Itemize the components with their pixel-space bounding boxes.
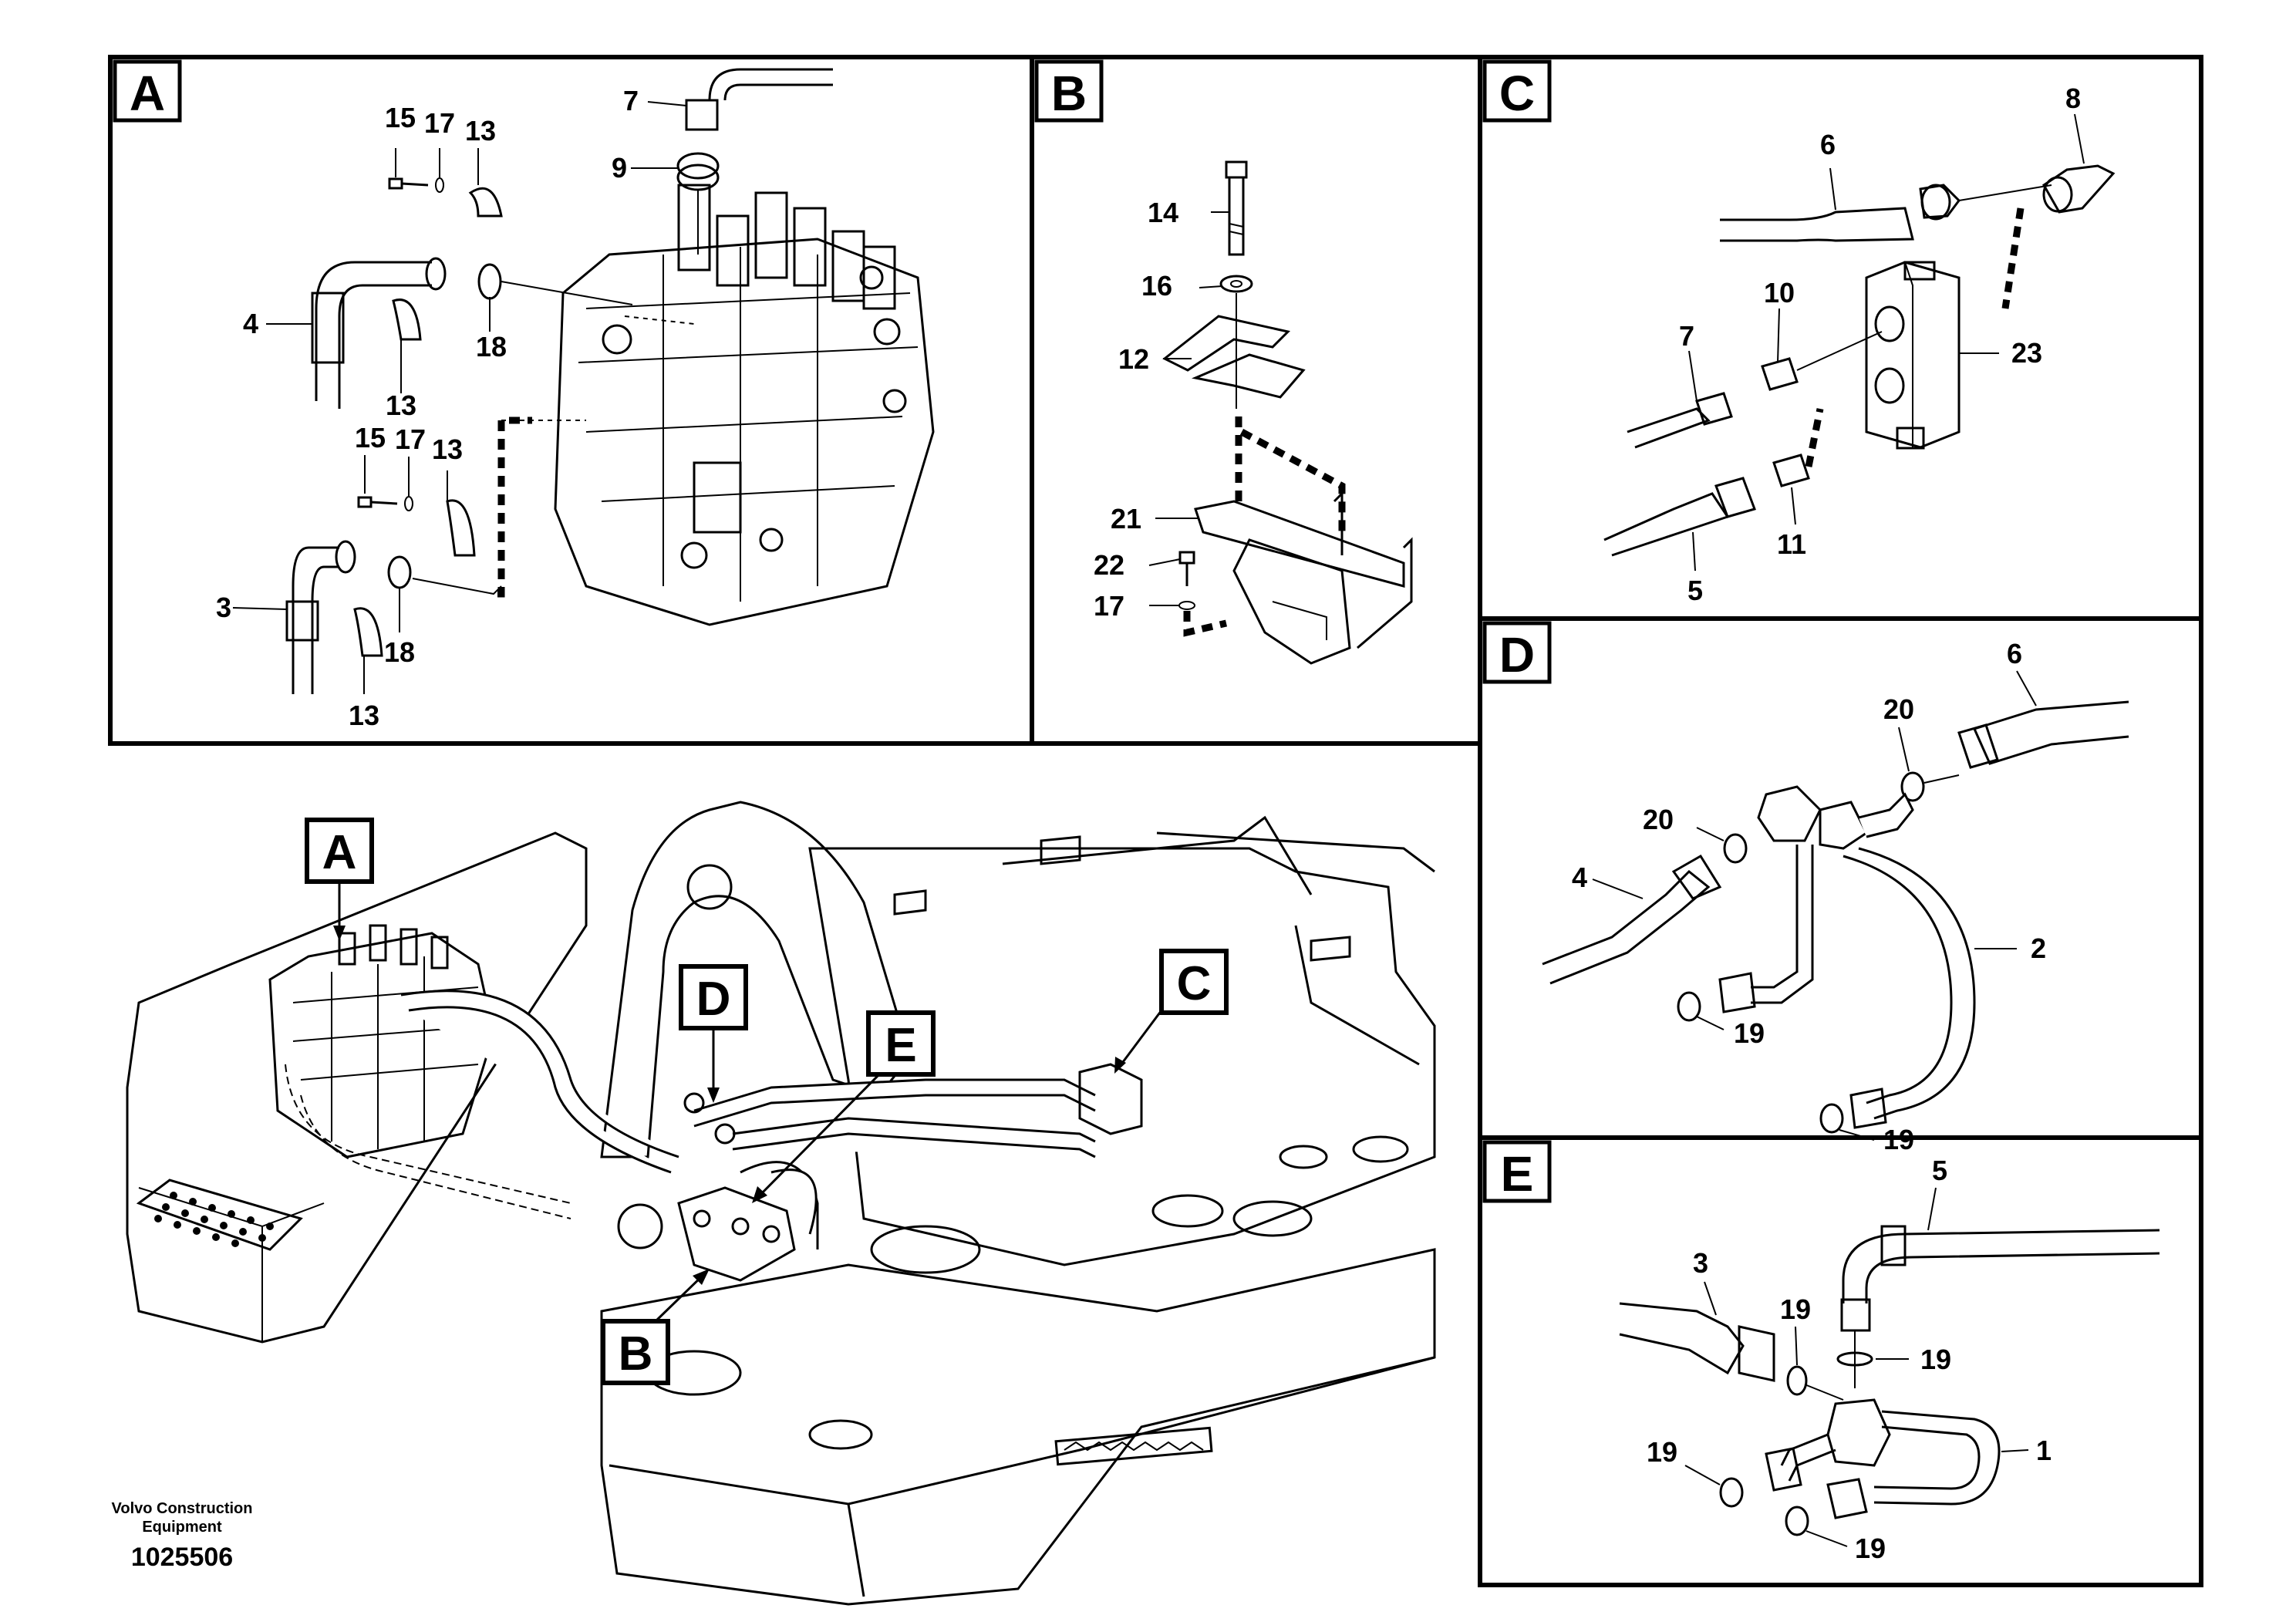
- view-d-label-20: 20: [1643, 804, 1674, 835]
- callout-c-letter: C: [1177, 957, 1212, 1010]
- view-c-label-8: 8: [2065, 83, 2081, 114]
- view-a-label-7: 7: [623, 85, 639, 116]
- view-a-label-17: 17: [424, 107, 455, 139]
- view-a-label-18: 18: [384, 636, 415, 668]
- view-c-label-23: 23: [2011, 337, 2042, 369]
- view-c-label-6: 6: [1820, 129, 1836, 160]
- view-d-label-20: 20: [1883, 693, 1914, 725]
- view-e-label-19: 19: [1647, 1436, 1677, 1468]
- view-c-label-10: 10: [1764, 277, 1795, 309]
- view-e-label-19: 19: [1855, 1533, 1886, 1564]
- view-c: C 6 8 10 7 2: [1482, 59, 2116, 606]
- view-a-label-9: 9: [612, 152, 627, 184]
- view-a-label-15: 15: [355, 422, 386, 454]
- view-b-label-22: 22: [1094, 549, 1124, 581]
- view-e-letter: E: [1501, 1146, 1534, 1202]
- view-b-label-12: 12: [1118, 343, 1149, 375]
- overview-callouts: A D C E B: [305, 818, 1229, 1385]
- view-b-label-17: 17: [1094, 590, 1124, 622]
- view-a-label-4: 4: [243, 308, 258, 339]
- brand-line-1: Volvo Construction: [112, 1500, 253, 1517]
- step-plate-holes: [154, 1192, 274, 1247]
- view-d-label-19: 19: [1883, 1124, 1914, 1155]
- machine-overview: [126, 801, 1436, 1606]
- view-e-label-5: 5: [1932, 1155, 1947, 1186]
- view-e-label-19: 19: [1780, 1293, 1811, 1325]
- view-e-label-1: 1: [2036, 1435, 2052, 1466]
- view-c-label-7: 7: [1679, 320, 1694, 352]
- view-e: E 5 3 19 19 1 19 19: [1482, 1140, 2160, 1564]
- view-c-label-11: 11: [1777, 528, 1806, 560]
- view-d-label-4: 4: [1572, 862, 1587, 893]
- view-a-label-13: 13: [386, 389, 416, 421]
- control-valve-illustration: [554, 184, 935, 626]
- view-e-label-3: 3: [1693, 1247, 1708, 1279]
- drawing-number: 1025506: [131, 1543, 233, 1572]
- view-d-letter: D: [1499, 627, 1535, 683]
- callout-e-letter: E: [885, 1019, 916, 1072]
- view-c-letter: C: [1499, 66, 1535, 121]
- view-d-label-6: 6: [2007, 638, 2022, 669]
- footer-brand-block: Volvo Construction Equipment 1025506: [112, 1500, 253, 1572]
- view-b-letter: B: [1051, 66, 1087, 121]
- view-a-label-17: 17: [395, 423, 426, 455]
- view-b-label-14: 14: [1148, 197, 1178, 228]
- view-a-label-15: 15: [385, 102, 416, 133]
- view-d-label-2: 2: [2031, 932, 2046, 964]
- view-d: D 6 20 20 4 2 19 19: [1482, 621, 2129, 1155]
- view-c-label-5: 5: [1687, 575, 1703, 606]
- callout-b-letter: B: [619, 1327, 653, 1381]
- view-a-label-3: 3: [216, 592, 231, 623]
- view-a-label-13: 13: [349, 700, 379, 731]
- view-b-label-21: 21: [1111, 503, 1141, 534]
- view-e-label-19: 19: [1920, 1344, 1951, 1375]
- callout-a-letter: A: [322, 826, 357, 879]
- view-d-label-19: 19: [1734, 1017, 1765, 1049]
- view-a-label-18: 18: [476, 331, 507, 363]
- view-b: B 14 16 12 21 22: [1034, 59, 1413, 665]
- view-a-label-13: 13: [465, 115, 496, 147]
- view-a-label-13: 13: [432, 433, 463, 465]
- brand-line-2: Equipment: [142, 1519, 222, 1536]
- view-b-label-16: 16: [1141, 270, 1172, 302]
- view-a-letter: A: [130, 66, 165, 121]
- panel-frames: [108, 55, 2203, 1587]
- callout-d-letter: D: [696, 973, 731, 1026]
- view-a: A: [113, 59, 935, 731]
